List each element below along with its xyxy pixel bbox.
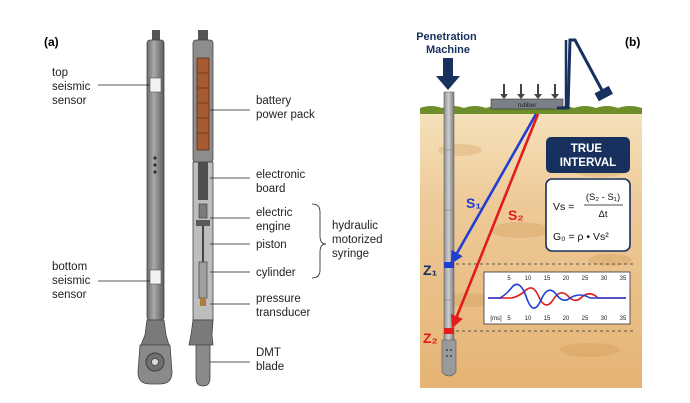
wave-red <box>488 287 626 306</box>
rubber-beam <box>490 98 564 110</box>
bottom-tick-15: 15 <box>544 316 551 322</box>
top-tick-10: 10 <box>525 276 532 282</box>
pressure-transducer-label: pressure transducer <box>256 293 311 319</box>
piston-label: piston <box>256 239 287 251</box>
ray-s2 <box>450 113 540 329</box>
top-tick-5: 5 <box>507 276 511 282</box>
dmt-blade-label: DMT blade <box>256 347 284 373</box>
bottom-sensor-window <box>149 269 162 285</box>
rubber-label: rubber <box>518 102 538 109</box>
receiver-z2 <box>444 328 454 334</box>
receiver-z1 <box>444 262 454 268</box>
bottom-tick-10: 10 <box>525 316 532 322</box>
bottom-tick-25: 25 <box>582 316 589 322</box>
true-interval-label: TRUE INTERVAL <box>560 143 616 169</box>
panel-a: (a) <box>44 30 386 387</box>
penetration-machine-label: Penetration Machine <box>416 31 480 56</box>
push-rod <box>443 91 455 355</box>
panel-b: (b) Penetration Machine rubber <box>416 31 642 388</box>
machine-arrow <box>436 58 460 90</box>
top-tick-25: 25 <box>582 276 589 282</box>
small-arrows <box>500 84 559 99</box>
bottom-tick-30: 30 <box>601 316 608 322</box>
top-tick-20: 20 <box>563 276 570 282</box>
hammer-arm <box>557 38 606 110</box>
panel-b-label: (b) <box>625 35 640 49</box>
panel-a-leaders <box>98 84 327 363</box>
electronic-board <box>198 162 208 200</box>
wave-blue <box>488 283 626 309</box>
top-tick-30: 30 <box>601 276 608 282</box>
electronic-board-label: electronic board <box>256 169 308 195</box>
bottom-tick-5: 5 <box>507 316 511 322</box>
s2-label: S₂ <box>508 207 524 223</box>
g0-formula: G₀ = ρ • Vs² <box>553 231 609 243</box>
battery-label: battery power pack <box>256 95 315 121</box>
grass-strip <box>420 106 642 114</box>
vs-numerator: (S₂ - S₁) <box>586 192 620 203</box>
dmt-blade-side <box>195 344 211 387</box>
z2-label: Z₂ <box>423 330 438 346</box>
panel-a-label: (a) <box>44 35 59 49</box>
time-unit: [ms] <box>490 316 502 322</box>
top-tick-15: 15 <box>544 276 551 282</box>
bottom-sensor-label: bottom seismic sensor <box>52 261 94 301</box>
seismic-dilatometer-cutaway <box>188 30 214 387</box>
vs-lhs: Vs = <box>553 201 574 213</box>
hydraulic-syringe-label: hydraulic motorized syringe <box>332 220 386 260</box>
cylinder-label: cylinder <box>256 267 296 279</box>
battery-cells <box>196 57 210 151</box>
bottom-tick-20: 20 <box>563 316 570 322</box>
top-sensor-label: top seismic sensor <box>52 67 94 107</box>
vs-denominator: Δt <box>599 209 608 220</box>
top-tick-35: 35 <box>620 276 627 282</box>
z1-label: Z₁ <box>423 262 438 278</box>
ray-s1 <box>450 113 538 265</box>
formula-box <box>545 178 631 252</box>
hammer-head <box>594 85 613 102</box>
s1-label: S₁ <box>466 195 481 211</box>
waveform-inset: 5 10 15 20 25 30 35 [ms] 5 10 15 20 25 3… <box>483 271 631 325</box>
probe-tip <box>441 339 457 377</box>
electric-engine-label: electric engine <box>256 207 296 233</box>
top-sensor-window <box>149 77 162 93</box>
seismic-dilatometer-exterior <box>137 30 173 385</box>
bottom-tick-35: 35 <box>620 316 627 322</box>
true-interval-badge <box>546 137 630 173</box>
